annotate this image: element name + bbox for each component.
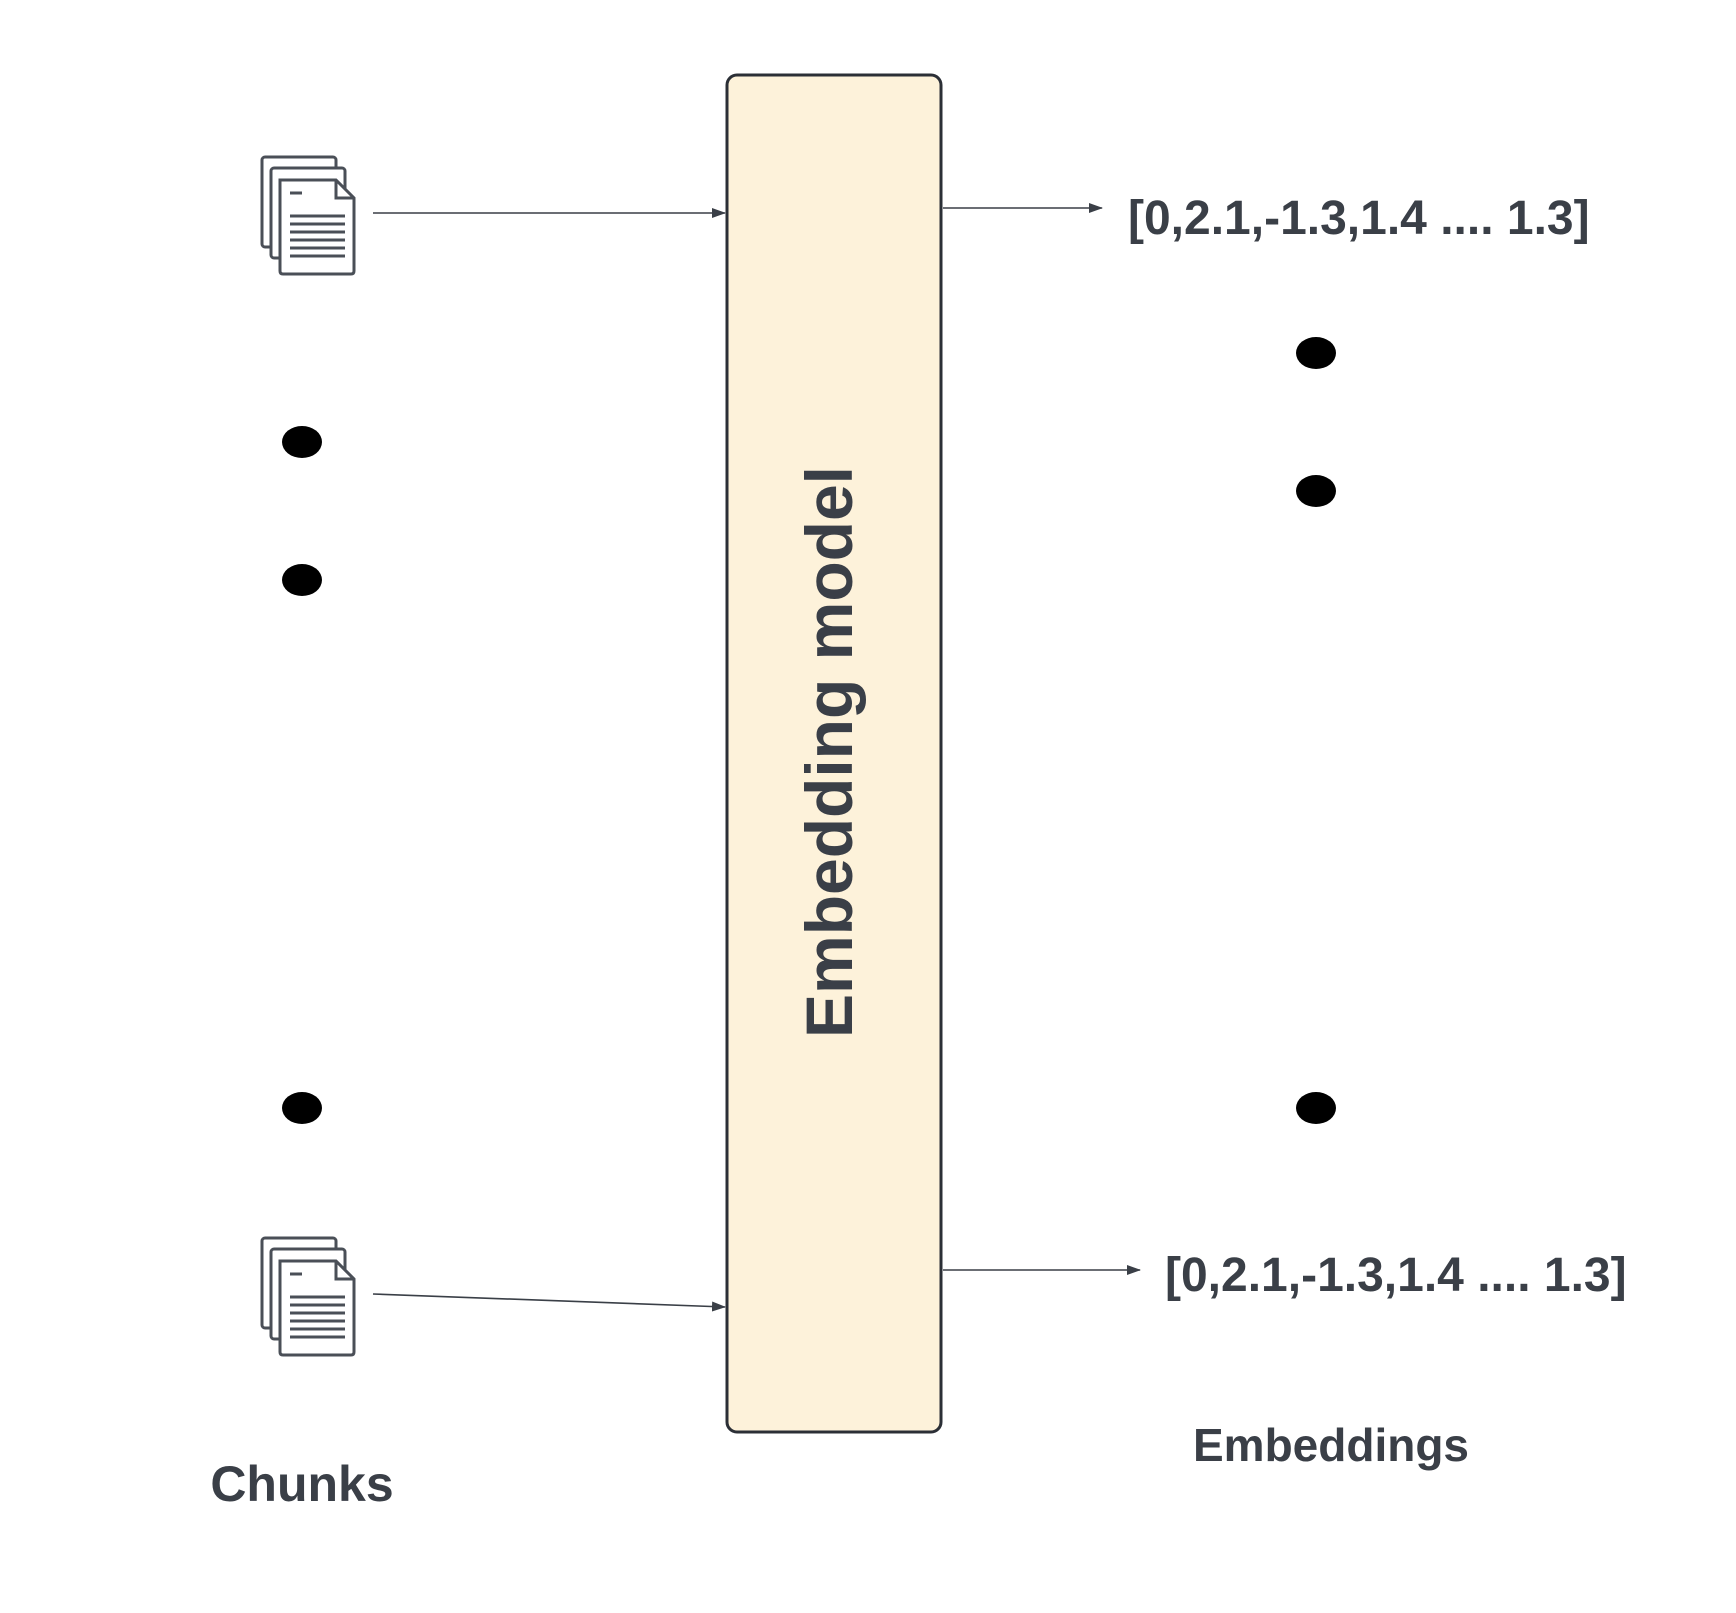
ellipsis-dot — [282, 1092, 322, 1124]
ellipsis-dot — [282, 564, 322, 596]
document-stack-icon — [260, 1236, 356, 1357]
input-arrow-bottom — [372, 1293, 726, 1312]
embedding-vector-bottom: [0,2.1,-1.3,1.4 .... 1.3] — [1165, 1249, 1627, 1302]
embedding-model-label: Embedding model — [792, 466, 866, 1038]
embeddings-label: Embeddings — [1193, 1419, 1469, 1471]
ellipsis-dot — [1296, 1092, 1336, 1124]
embedding-vector-top: [0,2.1,-1.3,1.4 .... 1.3] — [1128, 192, 1590, 245]
ellipsis-dot — [1296, 337, 1336, 369]
document-stack-icon — [260, 155, 356, 276]
ellipsis-dot — [282, 426, 322, 458]
ellipsis-dot — [1296, 475, 1336, 507]
chunks-label: Chunks — [210, 1456, 393, 1512]
embedding-model-box — [725, 73, 943, 1434]
